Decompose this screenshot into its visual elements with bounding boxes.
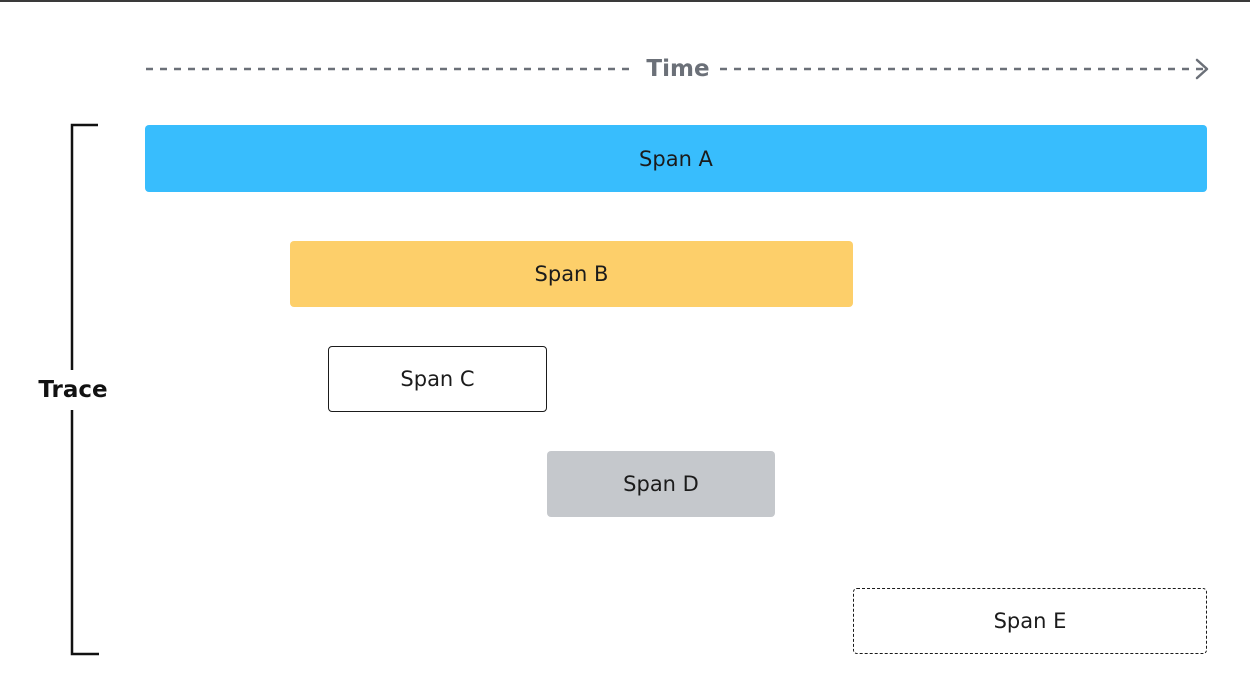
span-a: Span A xyxy=(145,125,1207,192)
time-arrow-icon xyxy=(1195,58,1209,80)
span-e: Span E xyxy=(853,588,1207,654)
span-e-label: Span E xyxy=(993,609,1067,633)
top-border xyxy=(0,0,1250,2)
span-b-label: Span B xyxy=(534,262,609,286)
span-c: Span C xyxy=(328,346,547,412)
span-c-label: Span C xyxy=(400,367,475,391)
time-axis xyxy=(146,58,1209,80)
span-d-label: Span D xyxy=(623,472,699,496)
time-axis-label: Time xyxy=(636,52,720,86)
span-a-label: Span A xyxy=(639,146,713,171)
span-d: Span D xyxy=(547,451,775,517)
trace-bracket xyxy=(70,123,99,656)
trace-label: Trace xyxy=(30,370,116,410)
span-b: Span B xyxy=(290,241,853,307)
